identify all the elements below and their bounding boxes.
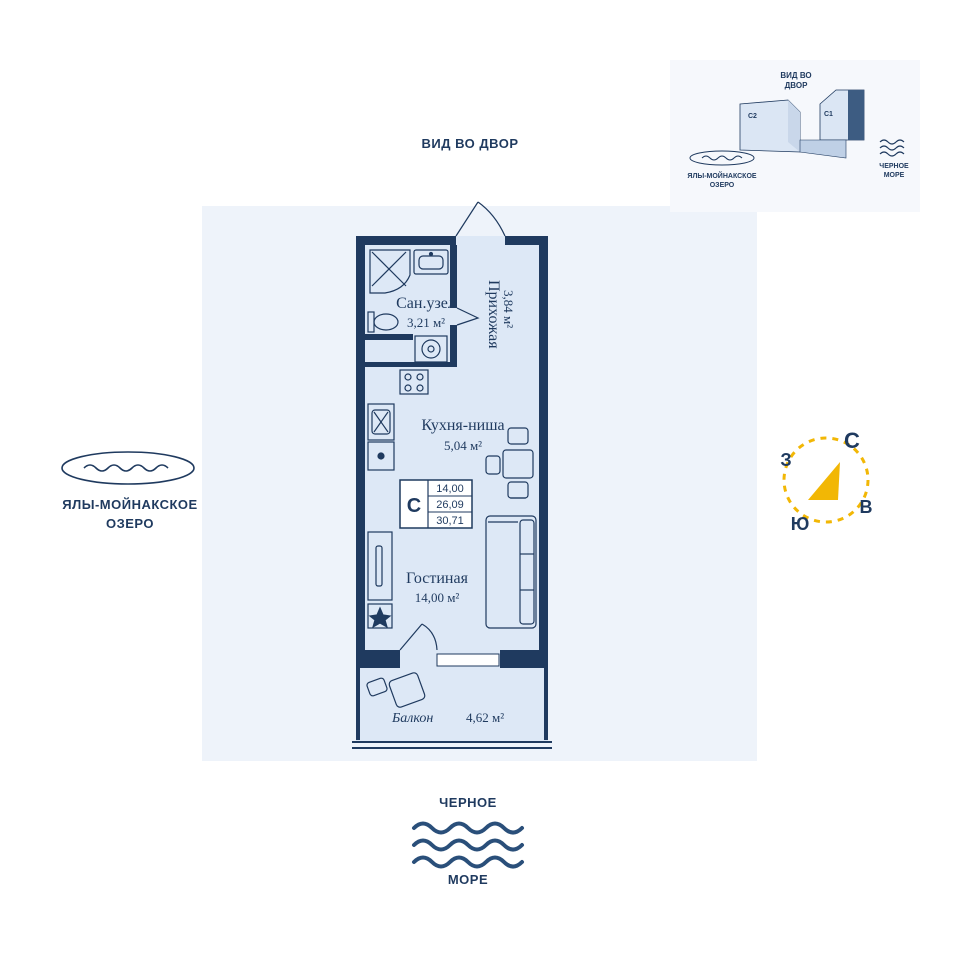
mini-top-label-2: ДВОР (785, 81, 809, 90)
room-name-bathroom: Сан.узел (396, 295, 456, 312)
room-name-hallway: Прихожая (485, 280, 502, 349)
kitchen-sink-icon (367, 403, 395, 441)
sea-waves-icon (412, 821, 524, 869)
plant-icon (367, 603, 393, 629)
mini-sea-label-2: МОРЕ (884, 172, 905, 179)
mini-site-map: ВИД ВО ДВОР С2 С1 ЯЛЫ-МОЙНАКСКОЕ ОЗЕРО Ч… (670, 60, 920, 212)
inner-walls (365, 245, 457, 367)
sea-label-line2: МОРЕ (447, 872, 489, 887)
room-area-bathroom: 3,21 м² (407, 315, 445, 330)
balcony-window (436, 653, 500, 667)
lake-icon (61, 451, 195, 485)
compass-west: З (780, 450, 791, 470)
bathroom-door (456, 307, 480, 326)
room-area-living: 14,00 м² (415, 590, 460, 605)
compass-arrow-icon (808, 462, 840, 500)
top-view-label: ВИД ВО ДВОР (421, 136, 519, 151)
mini-top-label-1: ВИД ВО (780, 71, 811, 80)
compass-north: С (844, 428, 860, 453)
balcony-door (399, 623, 438, 651)
entry-door (455, 201, 506, 237)
sea-label-line1: ЧЕРНОЕ (439, 795, 497, 810)
dining-table-icon (485, 427, 534, 499)
compass: С В Ю З (780, 428, 872, 534)
balcony-railing (352, 741, 552, 749)
mini-section-c2: С2 (748, 113, 757, 120)
sofa-icon (485, 515, 537, 629)
room-name-kitchen: Кухня-ниша (421, 417, 504, 434)
compass-south: Ю (791, 514, 810, 534)
armchair-icon (366, 672, 426, 708)
wardrobe-icon (367, 531, 393, 601)
mini-sea-waves-icon (879, 139, 905, 157)
room-area-balcony: 4,62 м² (466, 710, 504, 725)
mini-sea-label-1: ЧЕРНОЕ (879, 163, 909, 170)
mini-lake-label-1: ЯЛЫ-МОЙНАКСКОЕ (687, 171, 756, 180)
room-area-hallway: 3,84 м² (501, 290, 516, 328)
room-area-kitchen: 5,04 м² (444, 438, 482, 453)
badge-area-3: 30,71 (436, 515, 464, 527)
outer-walls (356, 236, 548, 740)
fridge-icon (367, 441, 395, 471)
stove-icon (399, 369, 429, 395)
mini-lake-label-2: ОЗЕРО (710, 182, 735, 189)
room-name-living: Гостиная (406, 570, 469, 587)
badge-area-2: 26,09 (436, 499, 464, 511)
lake-label-line1: ЯЛЫ-МОЙНАКСКОЕ (62, 497, 198, 512)
badge-area-1: 14,00 (436, 483, 464, 495)
apartment-badge: С 14,00 26,09 30,71 (399, 479, 473, 529)
room-name-balcony: Балкон (391, 711, 433, 726)
mini-section-c1: С1 (824, 111, 833, 118)
shower-icon (369, 249, 411, 294)
lake-label-line2: ОЗЕРО (105, 516, 155, 531)
compass-east: В (860, 497, 873, 517)
badge-letter: С (407, 495, 421, 517)
washing-machine-icon (414, 335, 448, 363)
sink-icon (413, 249, 449, 275)
toilet-icon (367, 311, 399, 333)
